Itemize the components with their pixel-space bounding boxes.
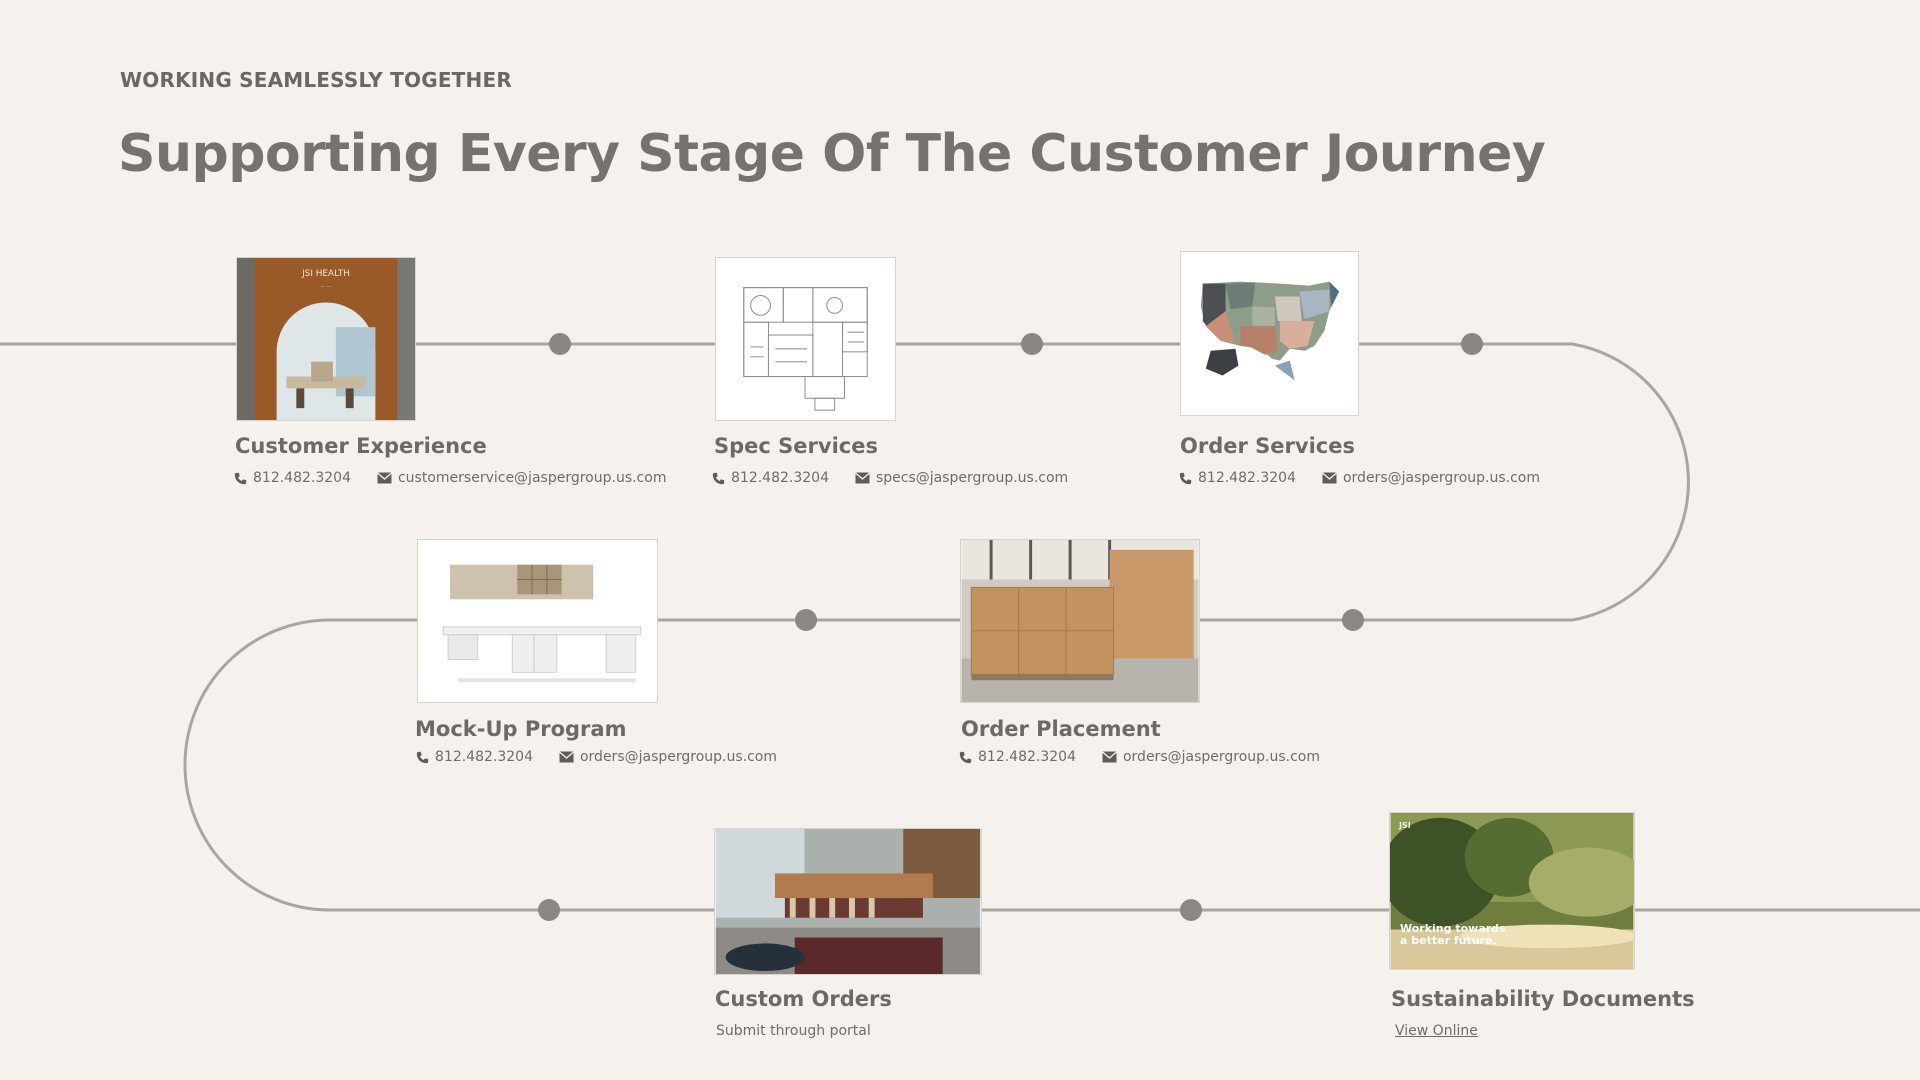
track-dot	[1021, 333, 1043, 355]
stage-title-order-placement: Order Placement	[961, 717, 1161, 741]
track-row-1	[0, 342, 1920, 912]
showroom-sign-text: JSI HEALTH	[301, 269, 350, 279]
svg-text:— —: — —	[320, 284, 331, 290]
phone-icon	[416, 751, 429, 764]
phone-number[interactable]: 812.482.3204	[978, 749, 1076, 765]
track-dot	[549, 333, 571, 355]
phone-icon	[712, 472, 725, 485]
mock-up-program-image	[417, 539, 658, 703]
section-eyebrow: WORKING SEAMLESSLY TOGETHER	[120, 68, 512, 92]
envelope-icon	[377, 472, 392, 484]
phone-icon	[1179, 472, 1192, 485]
stage-title-spec-services: Spec Services	[714, 434, 878, 458]
contact-row-order-placement: 812.482.3204 orders@jaspergroup.us.com	[959, 749, 1320, 765]
phone-number[interactable]: 812.482.3204	[435, 749, 533, 765]
stage-title-mock-up-program: Mock-Up Program	[415, 717, 627, 741]
contact-row-spec-services: 812.482.3204 specs@jaspergroup.us.com	[712, 470, 1068, 486]
contact-row-mock-up-program: 812.482.3204 orders@jaspergroup.us.com	[416, 749, 777, 765]
order-placement-image	[960, 539, 1200, 703]
email-link[interactable]: orders@jaspergroup.us.com	[1342, 470, 1541, 486]
email-link[interactable]: specs@jaspergroup.us.com	[875, 470, 1069, 486]
sustainability-documents-image: JSI Working towards a better future.	[1389, 812, 1635, 970]
order-services-image	[1180, 251, 1359, 416]
phone-number[interactable]: 812.482.3204	[731, 470, 829, 486]
track-dot	[1180, 899, 1202, 921]
jsi-logo: JSI	[1399, 821, 1411, 830]
phone-icon	[959, 751, 972, 764]
forest-caption: Working towards a better future.	[1400, 922, 1506, 947]
envelope-icon	[1322, 472, 1337, 484]
spec-services-image	[715, 257, 896, 421]
envelope-icon	[1102, 751, 1117, 763]
stage-title-customer-experience: Customer Experience	[235, 434, 487, 458]
stage-title-sustainability-documents: Sustainability Documents	[1391, 987, 1695, 1011]
floor-plan-drawing-icon	[716, 258, 895, 420]
forest-photo-icon	[1390, 813, 1634, 969]
lounge-interior-photo-icon	[715, 829, 981, 974]
envelope-icon	[559, 751, 574, 763]
stage-title-order-services: Order Services	[1180, 434, 1355, 458]
track-dot	[1342, 609, 1364, 631]
phone-icon	[234, 472, 247, 485]
track-dot	[1461, 333, 1483, 355]
phone-number[interactable]: 812.482.3204	[1198, 470, 1296, 486]
track-dot	[795, 609, 817, 631]
contact-row-customer-experience: 812.482.3204 customerservice@jaspergroup…	[234, 470, 666, 486]
workstation-render-icon	[418, 540, 657, 702]
custom-orders-image	[714, 828, 982, 975]
page-title: Supporting Every Stage Of The Customer J…	[118, 124, 1546, 184]
warehouse-boxes-photo-icon	[961, 540, 1199, 702]
customer-experience-image: JSI HEALTH — —	[236, 257, 416, 421]
custom-orders-note: Submit through portal	[716, 1023, 871, 1039]
phone-number[interactable]: 812.482.3204	[253, 470, 351, 486]
contact-row-order-services: 812.482.3204 orders@jaspergroup.us.com	[1179, 470, 1540, 486]
view-online-link[interactable]: View Online	[1395, 1023, 1478, 1039]
email-link[interactable]: orders@jaspergroup.us.com	[1122, 749, 1321, 765]
us-map-icon	[1181, 252, 1358, 415]
email-link[interactable]: orders@jaspergroup.us.com	[579, 749, 778, 765]
showroom-photo-icon: JSI HEALTH — —	[237, 258, 415, 420]
stage-title-custom-orders: Custom Orders	[715, 987, 892, 1011]
email-link[interactable]: customerservice@jaspergroup.us.com	[397, 470, 667, 486]
envelope-icon	[855, 472, 870, 484]
track-dot	[538, 899, 560, 921]
